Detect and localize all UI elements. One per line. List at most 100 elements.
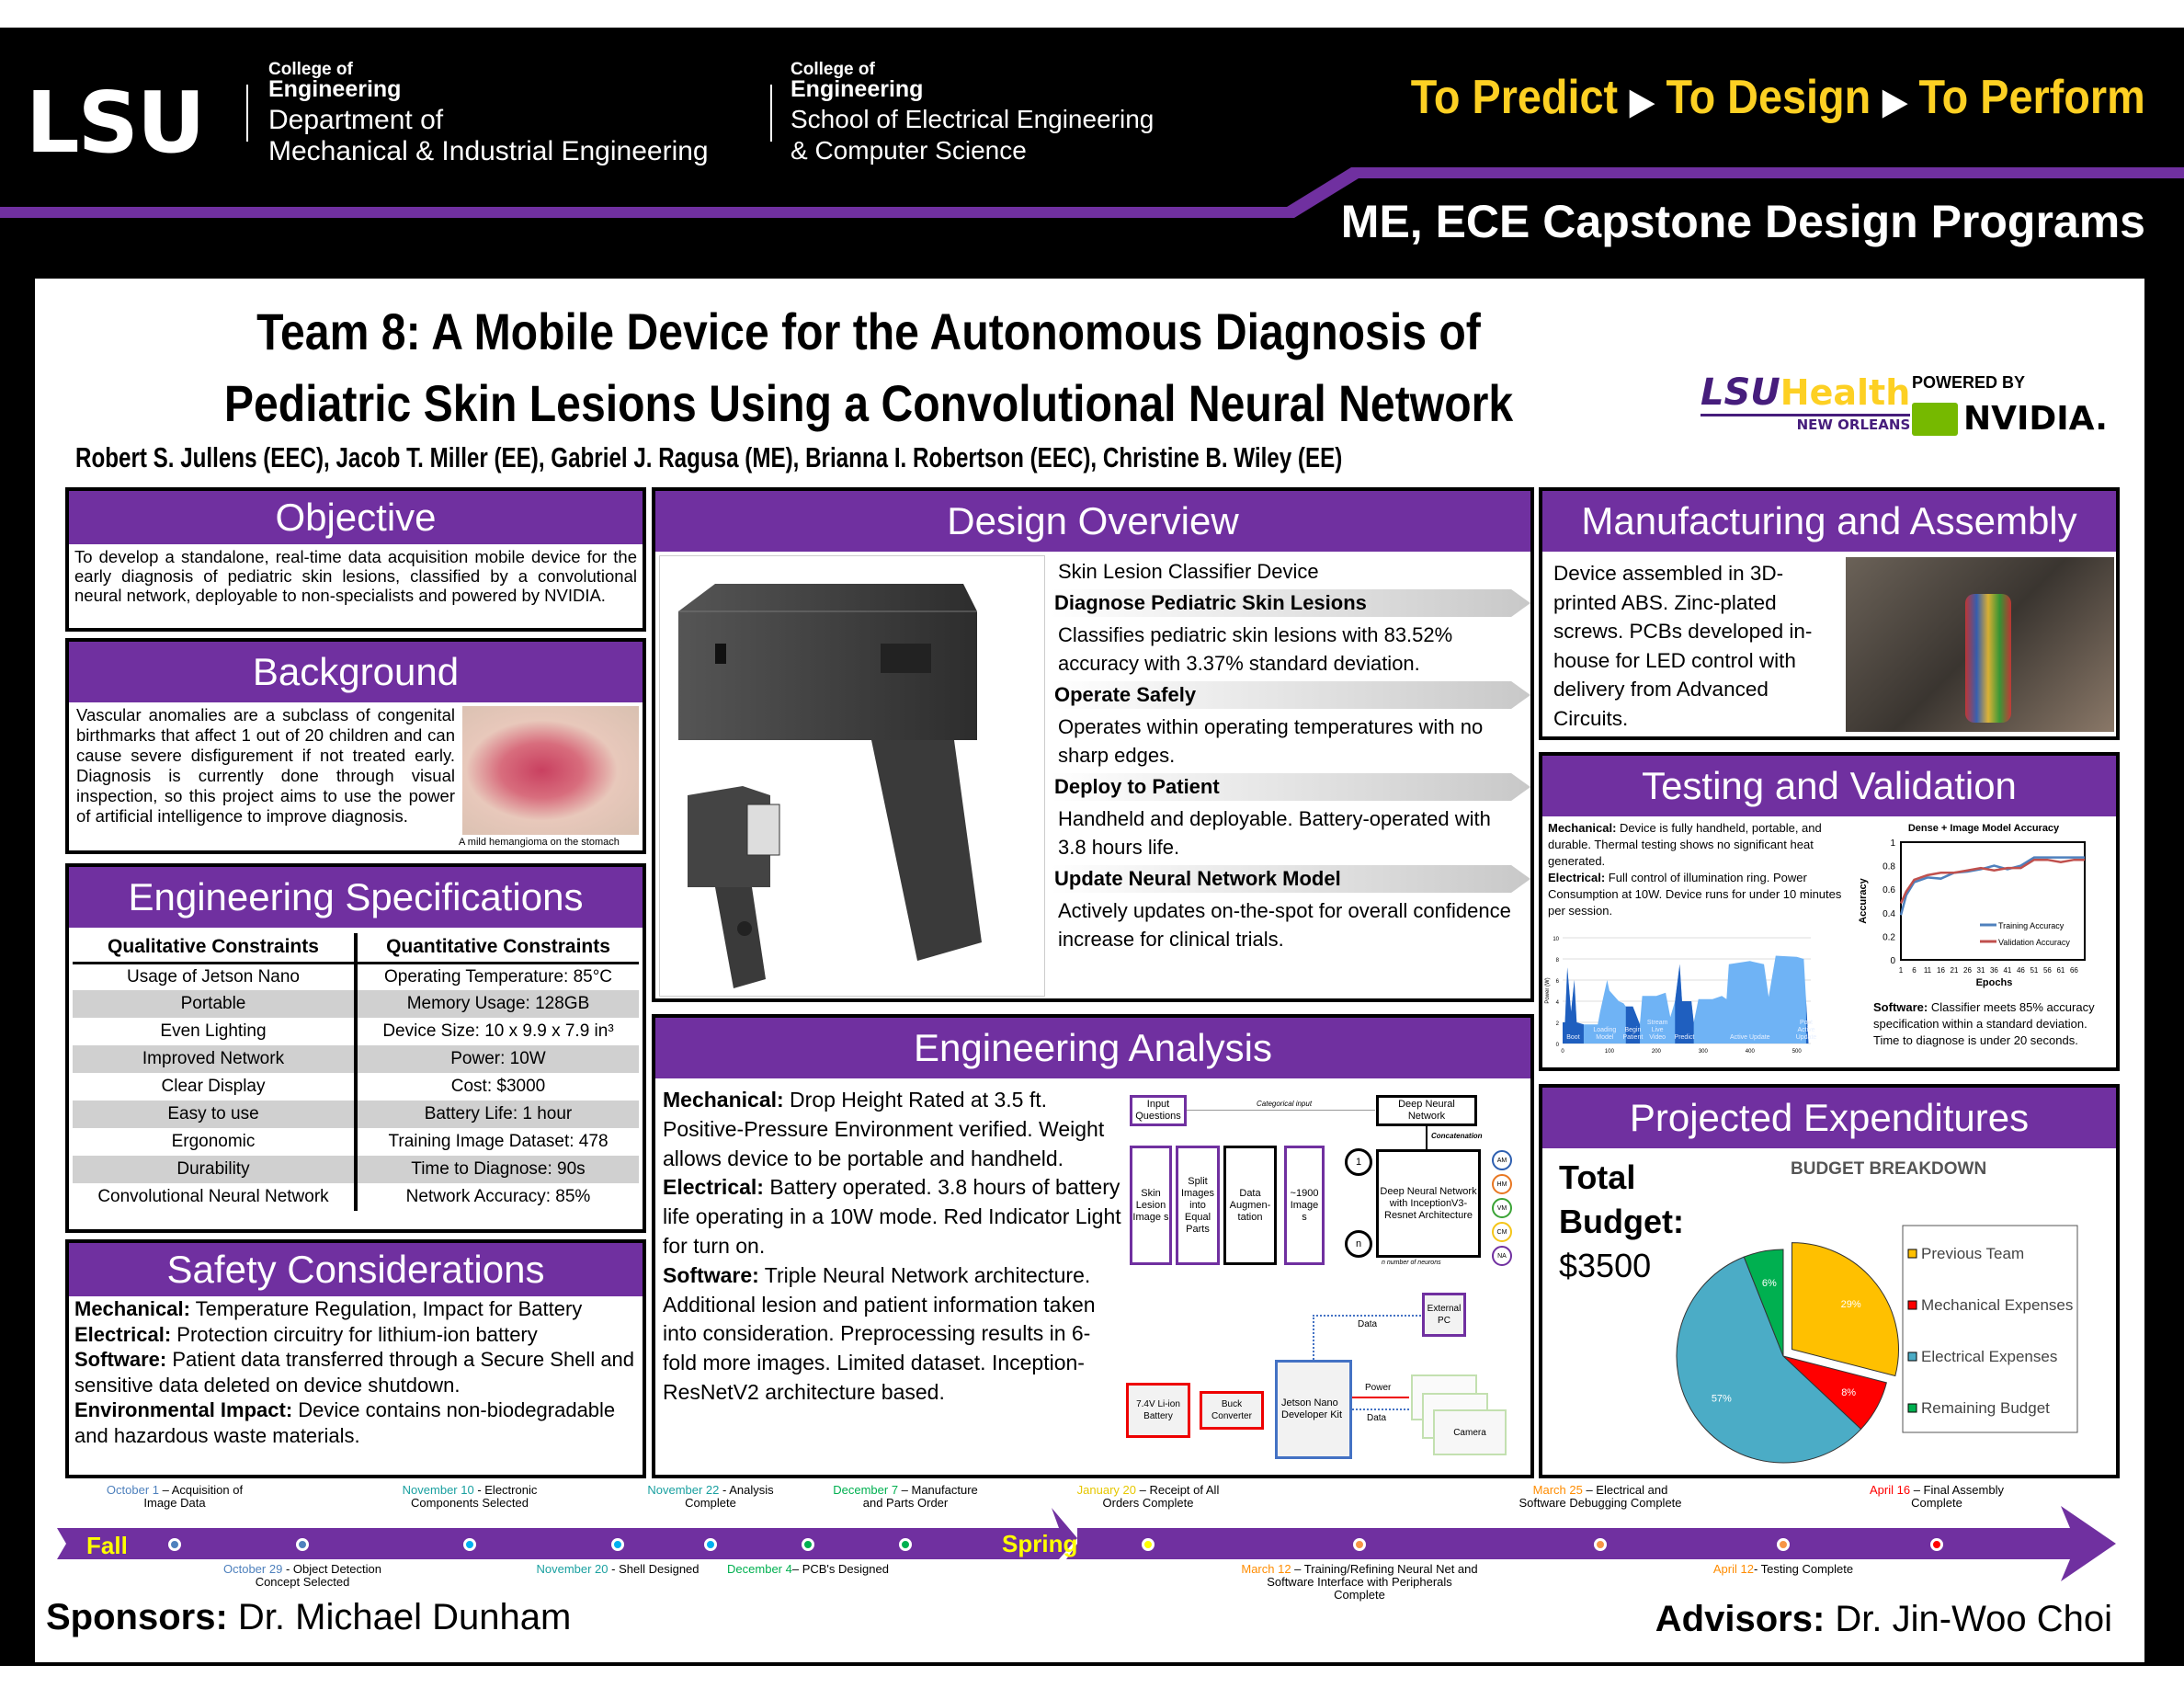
safety-label: Electrical: xyxy=(74,1322,172,1346)
event-date: April 16 xyxy=(1870,1483,1911,1497)
legend-label: Previous Team xyxy=(1921,1245,2024,1262)
event-date: March 12 xyxy=(1241,1562,1291,1576)
x-tick-label: 100 xyxy=(1605,1049,1615,1055)
x-tick-label: 51 xyxy=(2030,966,2038,975)
event-text: – Training/Refining Neural Net and Softw… xyxy=(1267,1562,1478,1602)
qualitative-cell: Easy to use xyxy=(73,1101,358,1128)
x-axis-label: Epochs xyxy=(1976,977,2013,988)
college-of: College of xyxy=(791,60,875,79)
timeline-event: December 7 – Manufacture and Parts Order xyxy=(823,1484,988,1510)
panel-title: Objective xyxy=(69,491,643,544)
x-tick-label: 66 xyxy=(2070,966,2078,975)
event-text: – Acquisition of Image Data xyxy=(143,1483,244,1510)
column-header: Qualitative Constraints xyxy=(73,933,358,964)
safety-label: Software: xyxy=(74,1348,167,1371)
system-diagram: Input Questions Categorical input Deep N… xyxy=(1119,1080,1529,1475)
advisors: Advisors: Dr. Jin-Woo Choi xyxy=(1655,1600,2112,1638)
x-tick-label: 61 xyxy=(2056,966,2065,975)
health-text: Health xyxy=(1780,372,1911,413)
y-tick-label: 0.6 xyxy=(1883,885,1895,895)
quantitative-cell: Training Image Dataset: 478 xyxy=(388,1132,609,1151)
divider xyxy=(246,85,248,142)
y-tick-label: 4 xyxy=(1556,1000,1560,1006)
specs-panel: Engineering Specifications Qualitative C… xyxy=(65,863,646,1233)
timeline-milestone-dot xyxy=(704,1538,717,1551)
safety-list: Mechanical: Temperature Regulation, Impa… xyxy=(69,1296,643,1448)
timeline-milestone-dot xyxy=(1353,1538,1366,1551)
quantitative-cell: Network Accuracy: 85% xyxy=(405,1187,591,1206)
x-tick-label: 300 xyxy=(1699,1049,1709,1055)
photo-caption: A mild hemangioma on the stomach xyxy=(459,837,620,848)
tagline-perform: To Perform xyxy=(1918,71,2145,124)
analysis-text: Triple Neural Network architecture. Addi… xyxy=(663,1262,1096,1404)
analysis-text: Mechanical: Drop Height Rated at 3.5 ft.… xyxy=(663,1086,1122,1408)
timeline-milestone-dot xyxy=(611,1538,624,1551)
device-name: Skin Lesion Classifier Device xyxy=(1058,560,1319,583)
y-tick-label: 8 xyxy=(1556,958,1560,964)
power-link xyxy=(1352,1397,1409,1398)
qualitative-cell: Even Lighting xyxy=(73,1018,358,1045)
sponsor-name: Dr. Michael Dunham xyxy=(227,1597,572,1637)
sponsors: Sponsors: Dr. Michael Dunham xyxy=(46,1598,571,1637)
phase-label: Active Update xyxy=(1729,1034,1770,1041)
output-class-na: NA xyxy=(1492,1246,1512,1266)
y-tick-label: 10 xyxy=(1553,937,1559,942)
college-of: College of xyxy=(268,60,353,79)
output-class-vm: VM xyxy=(1492,1198,1512,1218)
design-section-text: Operates within operating temperatures w… xyxy=(1058,715,1484,767)
qualitative-cell: Portable xyxy=(73,990,358,1018)
dnn-box: Deep Neural Network xyxy=(1376,1095,1477,1126)
authors: Robert S. Jullens (EEC), Jacob T. Miller… xyxy=(75,441,1343,473)
analysis-label: Mechanical: xyxy=(663,1088,784,1112)
timeline-arrow xyxy=(57,1506,2116,1581)
panel-title: Manufacturing and Assembly xyxy=(1542,491,2116,552)
timeline-event: November 20 - Shell Designed xyxy=(535,1563,700,1576)
pie-slice xyxy=(1676,1256,1862,1464)
event-text: – Final Assembly Complete xyxy=(1910,1483,2004,1510)
label: Electrical: xyxy=(1548,871,1606,884)
design-section-heading: Diagnose Pediatric Skin Lesions xyxy=(1051,589,1530,617)
y-tick-label: 6 xyxy=(1556,979,1560,985)
assembly-photo xyxy=(1846,557,2114,732)
event-date: December 7 xyxy=(833,1483,899,1497)
phase-label: Begin Patient xyxy=(1622,1027,1644,1041)
event-date: November 22 xyxy=(647,1483,720,1497)
data-link xyxy=(1352,1409,1409,1410)
external-pc-box: External PC xyxy=(1422,1293,1466,1337)
tagline-predict: To Predict xyxy=(1411,71,1619,124)
arrow-icon: ▶ xyxy=(1630,83,1655,121)
design-section-text: Classifies pediatric skin lesions with 8… xyxy=(1058,623,1453,675)
design-section-heading: Operate Safely xyxy=(1051,681,1530,709)
power-area xyxy=(1563,955,1809,1044)
x-tick-label: 6 xyxy=(1912,966,1917,975)
timeline-milestone-dot xyxy=(899,1538,912,1551)
quantitative-cell: Memory Usage: 128GB xyxy=(356,990,639,1018)
dept-line2: Mechanical & Industrial Engineering xyxy=(268,136,709,166)
timeline-event: November 22 - Analysis Complete xyxy=(628,1484,793,1510)
event-text: – Manufacture and Parts Order xyxy=(862,1483,978,1510)
event-text: – Electrical and Software Debugging Comp… xyxy=(1519,1483,1682,1510)
timeline-milestone-dot xyxy=(1142,1538,1155,1551)
safety-item: Electrical: Protection circuitry for lit… xyxy=(74,1322,637,1348)
analysis-text: Drop Height Rated at 3.5 ft. Positive-Pr… xyxy=(663,1088,1105,1170)
y-axis-label: Accuracy xyxy=(1858,877,1869,923)
background-text: Vascular anomalies are a subclass of con… xyxy=(76,705,455,826)
timeline-event: October 1 – Acquisition of Image Data xyxy=(92,1484,257,1510)
nvidia-eye-icon xyxy=(1912,402,1958,436)
jetson-nano-box: Jetson Nano Developer Kit xyxy=(1275,1360,1352,1459)
timeline-milestone-dot xyxy=(296,1538,309,1551)
timeline-event: January 20 – Receipt of All Orders Compl… xyxy=(1065,1484,1231,1510)
total-label: Total xyxy=(1559,1158,1636,1196)
y-tick-label: 0 xyxy=(1890,956,1895,966)
event-text: – Receipt of All Orders Complete xyxy=(1102,1483,1220,1510)
arrow-icon: ▶ xyxy=(1883,83,1907,121)
dept-line1: School of Electrical Engineering xyxy=(791,105,1155,133)
quantitative-cell: Time to Diagnose: 90s xyxy=(356,1156,639,1183)
device-render-image xyxy=(678,584,982,988)
augmentation-box: Data Augmen- tation xyxy=(1223,1146,1277,1265)
